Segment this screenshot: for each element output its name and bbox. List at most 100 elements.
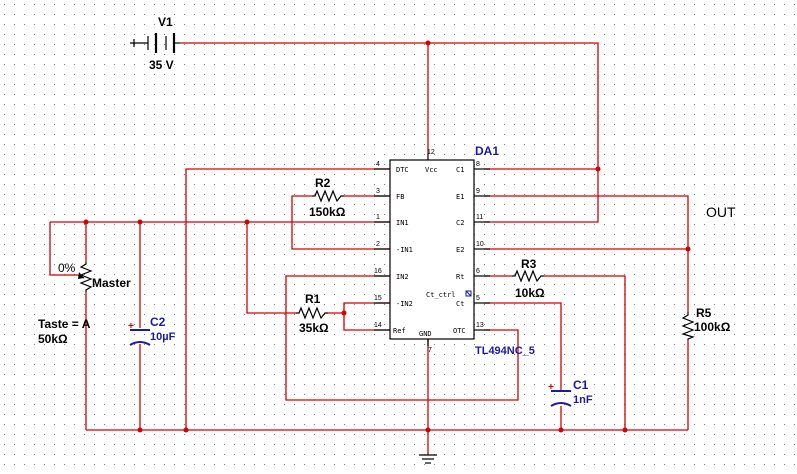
capacitor-c2[interactable]: + C2 10µF [128,315,176,346]
battery-v1[interactable]: V1 35 V [130,15,180,72]
wire-r1-ref[interactable] [328,312,390,331]
v1-value-label: 35 V [149,58,174,72]
junction-dot [137,219,143,225]
resistor-r1[interactable]: R1 35kΩ [296,292,329,335]
pin-num-8: 8 [476,161,480,168]
pot-zigzag [79,262,93,292]
ic-ref-label: DA1 [475,144,499,158]
junction-dot [595,166,601,172]
pot-key-label: Taste = A [38,317,91,331]
resistor-zigzag [512,269,544,283]
ic-body [389,159,475,340]
ic-right-pin-stubs [474,168,490,331]
ic-da1[interactable]: 4 DTC 3 FB 1 IN1 2 -IN1 16 IN2 15 -IN2 1… [374,144,535,357]
r5-value-label: 100kΩ [694,320,731,334]
junction-dot [341,310,347,316]
pin-name-in1-neg: -IN1 [396,246,413,254]
junction-dot [558,427,564,433]
v1-ref-label: V1 [158,15,173,29]
r3-ref-label: R3 [521,257,537,271]
r1-value-label: 35kΩ [299,321,329,335]
pin-name-fb: FB [396,193,404,201]
pin-name-in2-neg: -IN2 [396,300,413,308]
junction-dot [685,246,691,252]
r3-value-label: 10kΩ [515,286,545,300]
wire-ct-c1[interactable] [484,302,562,390]
pin-num-4: 4 [376,161,380,168]
resistor-r5[interactable]: R5 100kΩ [681,306,731,340]
cap-plate-curved [550,402,572,407]
pin-name-otc: OTC [453,327,466,335]
junctions [83,40,691,433]
junction-dot [425,427,431,433]
pin-num-10: 10 [476,241,484,248]
c1-value-label: 1nF [573,394,593,406]
pot-wiper-arrow-icon [78,272,84,279]
r2-value-label: 150kΩ [309,205,346,219]
pin-name-vcc: Vcc [425,166,438,174]
junction-dot [83,219,89,225]
ic-left-pin-stubs [374,168,390,331]
pot-value-label: 50kΩ [38,332,68,346]
r5-ref-label: R5 [696,306,712,320]
ground-icon [419,454,437,464]
wire-dtc-ground[interactable] [185,168,390,430]
pot-setting-label: 0% [58,261,76,275]
pin-name-ct: Ct [456,300,464,308]
pin-name-c2: C2 [456,219,464,227]
pin-num-14: 14 [374,322,382,329]
ic-model-label: TL494NC_5 [475,345,535,357]
junction-dot [183,427,189,433]
wire-r3-ground[interactable] [544,275,626,430]
ic-internal-label: Ct_ctrl [426,291,456,299]
pin-num-6: 6 [476,268,480,275]
c2-value-label: 10µF [150,331,176,343]
pin-num-16: 16 [374,268,382,275]
wire-in1-r1[interactable] [246,222,296,314]
pin-name-e2: E2 [456,246,464,254]
pin-num-2: 2 [376,241,380,248]
pot-ref-label: Master [92,276,131,290]
pin-num-15: 15 [374,295,382,302]
pin-name-rt: Rt [456,273,464,281]
resistor-zigzag [296,306,328,320]
wire-e1-out[interactable] [484,195,689,312]
c2-ref-label: C2 [150,315,166,329]
pin-num-3: 3 [376,188,380,195]
pin-num-12: 12 [427,149,435,156]
capacitor-c1[interactable]: + C1 1nF [548,378,593,407]
pin-num-5: 5 [476,295,480,302]
c1-ref-label: C1 [573,378,589,392]
junction-dot [137,427,143,433]
out-label: OUT [706,204,736,220]
pin-name-gnd: GND [419,330,432,338]
pin-name-in1: IN1 [396,219,409,227]
wire-pot-wiper[interactable] [49,222,78,276]
potentiometer-master[interactable]: Master 0% Taste = A 50kΩ [38,261,131,346]
pin-num-9: 9 [476,188,480,195]
junction-dot [425,40,431,46]
wire-vcc-to-c1[interactable] [180,42,599,170]
junction-dot [622,427,628,433]
c2-polarity-mark: + [128,321,134,332]
pin-name-c1: C1 [456,166,464,174]
cap-plate-curved [129,341,151,346]
resistor-r2[interactable]: R2 150kΩ [309,176,346,219]
resistor-zigzag [312,189,344,203]
resistor-r3[interactable]: R3 10kΩ [512,257,545,300]
pin-num-13: 13 [476,322,484,329]
r1-ref-label: R1 [305,292,321,306]
resistor-zigzag [681,312,695,340]
wire-c2-to-c1[interactable] [484,169,599,223]
junction-dot [244,219,250,225]
pin-num-11: 11 [476,214,483,221]
pin-name-e1: E1 [456,193,464,201]
pin-name-ref: Ref [393,327,406,335]
pin-num-1: 1 [376,214,380,221]
c1-polarity-mark: + [548,382,554,393]
wire-in2-otc-loop[interactable] [285,275,519,401]
pin-name-dtc: DTC [396,166,409,174]
pin-name-in2: IN2 [396,273,409,281]
